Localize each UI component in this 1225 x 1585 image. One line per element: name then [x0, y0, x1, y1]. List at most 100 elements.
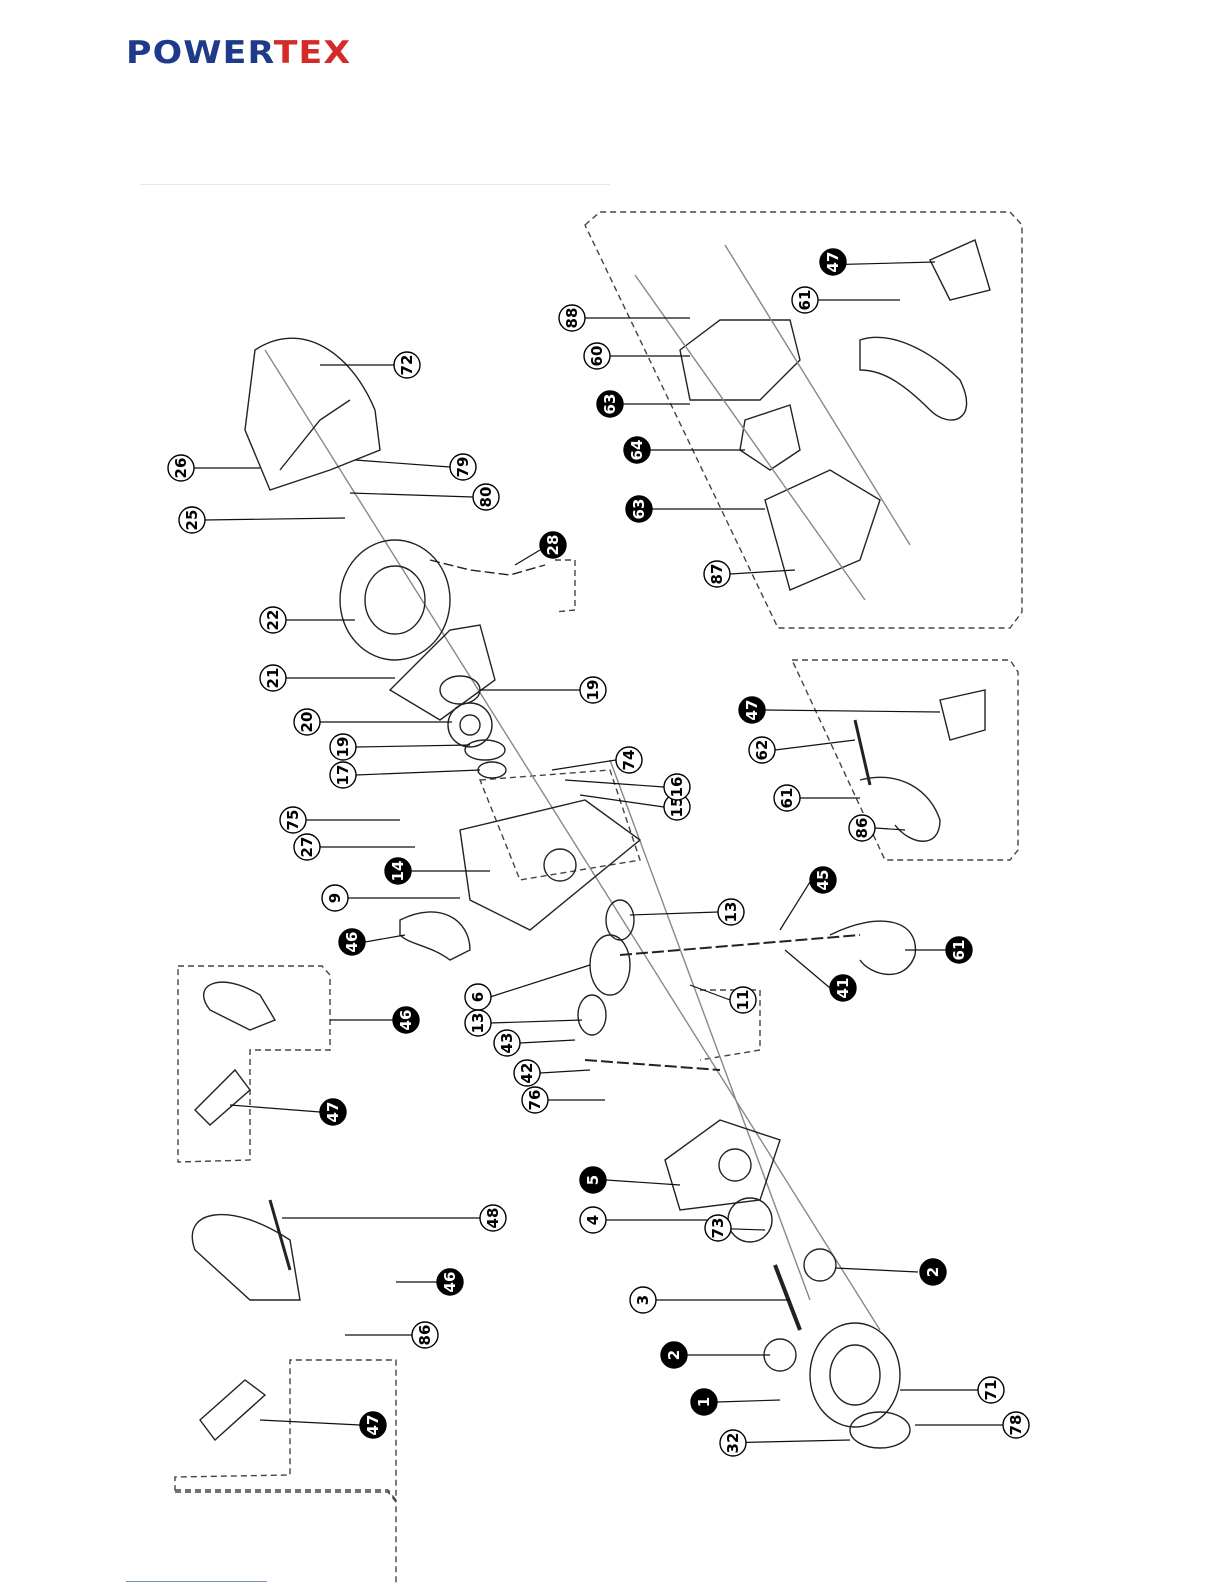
- callout-22: 22: [260, 607, 286, 633]
- mid-latch-part: [940, 690, 985, 740]
- callout-80: 80: [473, 484, 499, 510]
- callout-label: 2: [924, 1267, 942, 1277]
- callout-label: 86: [416, 1325, 434, 1346]
- leader-47c: [230, 1105, 320, 1112]
- callout-16: 16: [664, 774, 690, 800]
- callout-61: 61: [792, 287, 818, 313]
- callout-label: 19: [584, 680, 602, 701]
- pinion-gear-upper: [804, 1249, 836, 1281]
- callout-label: 46: [343, 932, 361, 953]
- gear-cover-hub: [830, 1345, 880, 1405]
- callout-label: 5: [584, 1175, 602, 1185]
- pinion-shaft-part: [775, 1265, 800, 1330]
- callout-71: 71: [978, 1377, 1004, 1403]
- upper-hook-part: [860, 337, 967, 420]
- brake-disc-part: [478, 762, 506, 778]
- callout-4: 4: [580, 1207, 606, 1233]
- callout-label: 75: [284, 810, 302, 831]
- callout-88: 88: [559, 305, 585, 331]
- callout-6: 6: [465, 984, 491, 1010]
- callout-label: 13: [722, 902, 740, 923]
- swivel-block-part: [740, 405, 800, 470]
- load-chain-part: [620, 935, 860, 955]
- callout-26: 26: [168, 455, 194, 481]
- callout-11: 11: [730, 987, 756, 1013]
- callout-63: 63: [597, 391, 623, 417]
- small-hook-part: [204, 982, 275, 1030]
- large-latch-part: [200, 1380, 265, 1440]
- callout-label: 87: [708, 564, 726, 585]
- guide-roller-upper: [606, 900, 634, 940]
- gear-plate-bearing: [719, 1149, 751, 1181]
- callout-27: 27: [294, 834, 320, 860]
- leader-46a: [365, 935, 405, 942]
- callout-46: 46: [437, 1269, 463, 1295]
- callout-47: 47: [360, 1412, 386, 1438]
- leader-47b: [765, 710, 940, 712]
- callout-14: 14: [385, 858, 411, 884]
- callout-label: 61: [950, 940, 968, 961]
- callout-label: 76: [526, 1090, 544, 1111]
- leader-28: [515, 550, 540, 565]
- callout-label: 72: [398, 355, 416, 376]
- leader-1: [717, 1400, 780, 1402]
- callout-41: 41: [830, 975, 856, 1001]
- callout-21: 21: [260, 665, 286, 691]
- callout-2: 2: [920, 1259, 946, 1285]
- callout-label: 16: [668, 777, 686, 798]
- washer-part: [440, 676, 480, 704]
- callout-label: 45: [814, 870, 832, 891]
- callout-label: 32: [724, 1433, 742, 1454]
- callout-46: 46: [393, 1007, 419, 1033]
- callout-2: 2: [661, 1342, 687, 1368]
- callout-86: 86: [412, 1322, 438, 1348]
- side-plate-bearing: [544, 849, 576, 881]
- leader-43: [520, 1040, 575, 1043]
- hand-wheel-hub: [365, 566, 425, 634]
- callout-62: 62: [749, 737, 775, 763]
- handle-cover-part: [245, 338, 380, 490]
- callout-61: 61: [946, 937, 972, 963]
- callout-label: 6: [469, 992, 487, 1002]
- callout-60: 60: [584, 343, 610, 369]
- callout-1: 1: [691, 1389, 717, 1415]
- callout-63: 63: [626, 496, 652, 522]
- callout-label: 42: [518, 1063, 536, 1084]
- leader-79: [355, 460, 450, 467]
- handle-cover-detail: [280, 400, 350, 470]
- callout-28: 28: [540, 532, 566, 558]
- callout-72: 72: [394, 352, 420, 378]
- top-hook-assembly-outline: [585, 212, 1022, 628]
- callout-label: 63: [630, 499, 648, 520]
- footer-rule: [126, 1581, 267, 1582]
- callout-label: 1: [695, 1397, 713, 1407]
- housing-bracket-part: [680, 320, 800, 400]
- callout-label: 61: [778, 788, 796, 809]
- callout-label: 26: [172, 458, 190, 479]
- leader-47d: [260, 1420, 360, 1425]
- drive-gear-part: [728, 1198, 772, 1242]
- slack-chain-part: [585, 1060, 720, 1070]
- callout-13: 13: [465, 1010, 491, 1036]
- callout-label: 86: [853, 818, 871, 839]
- callout-label: 78: [1007, 1415, 1025, 1436]
- hand-chain-part: [430, 560, 545, 575]
- callout-87: 87: [704, 561, 730, 587]
- callout-9: 9: [322, 885, 348, 911]
- large-hook-pin-part: [270, 1200, 290, 1270]
- callout-47: 47: [739, 697, 765, 723]
- dashed-outlines: [175, 212, 1022, 1585]
- callout-label: 47: [743, 700, 761, 721]
- bottom-hook-part: [830, 921, 915, 974]
- load-chain-outline: [555, 560, 575, 612]
- callout-label: 47: [364, 1415, 382, 1436]
- load-sheave-part: [590, 935, 630, 995]
- callout-label: 46: [397, 1010, 415, 1031]
- callout-label: 64: [628, 440, 646, 461]
- leader-13a: [630, 912, 718, 915]
- callout-label: 43: [498, 1033, 516, 1054]
- callout-label: 11: [734, 990, 752, 1011]
- callout-78: 78: [1003, 1412, 1029, 1438]
- leader-5: [606, 1180, 680, 1185]
